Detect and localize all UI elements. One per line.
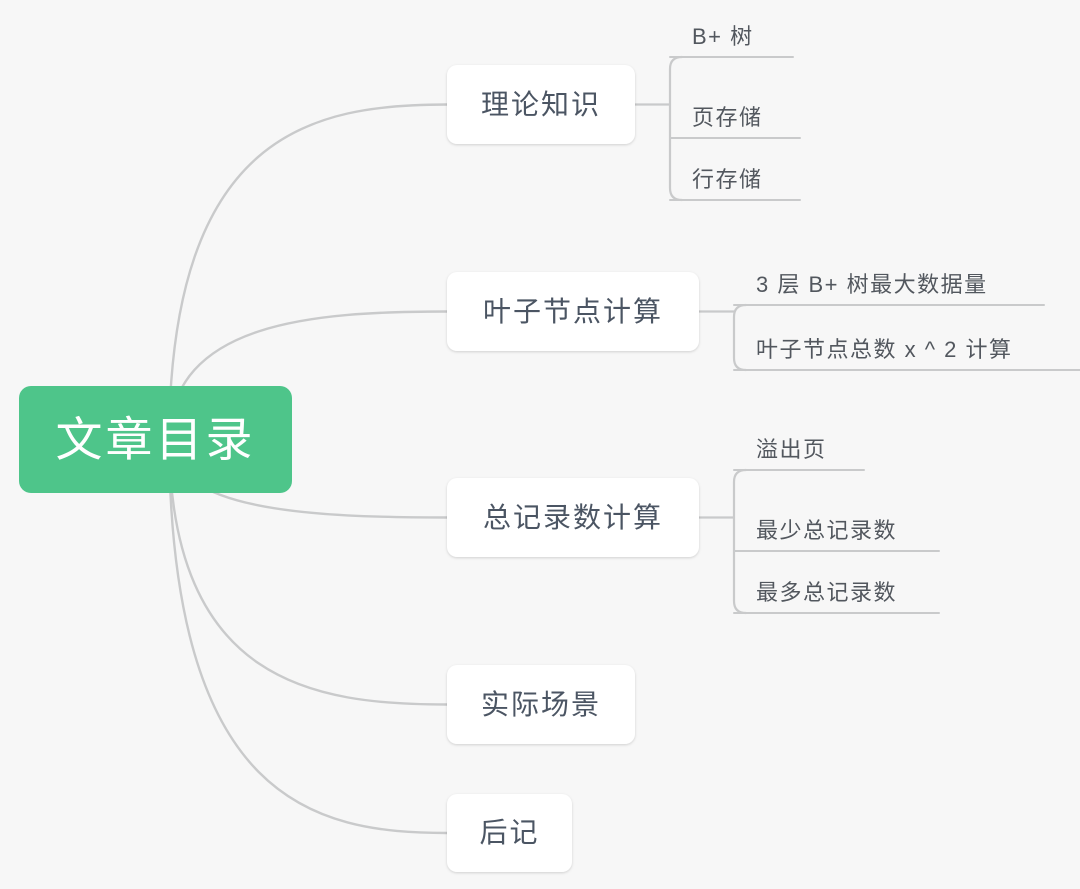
leaf-item-1-1[interactable]: 叶子节点总数 x ^ 2 计算 bbox=[734, 330, 1080, 370]
leaf-item-2-1[interactable]: 最少总记录数 bbox=[734, 511, 939, 551]
leaf-item-2-2[interactable]: 最多总记录数 bbox=[734, 573, 939, 613]
branch-node-1-label: 叶子节点计算 bbox=[482, 295, 663, 327]
branch-node-1[interactable]: 叶子节点计算 bbox=[447, 272, 699, 351]
branch-node-2[interactable]: 总记录数计算 bbox=[447, 478, 699, 557]
leaf-item-2-0-label: 溢出页 bbox=[756, 437, 827, 462]
leaf-item-2-2-label: 最多总记录数 bbox=[756, 580, 898, 605]
branch-node-0-label: 理论知识 bbox=[480, 88, 601, 120]
leaf-item-0-1-label: 页存储 bbox=[692, 105, 763, 130]
branch-node-2-label: 总记录数计算 bbox=[482, 501, 663, 533]
branch-node-4[interactable]: 后记 bbox=[447, 794, 572, 872]
leaf-item-0-1[interactable]: 页存储 bbox=[670, 98, 800, 138]
branch-node-3[interactable]: 实际场景 bbox=[447, 665, 635, 744]
leaf-item-1-1-label: 叶子节点总数 x ^ 2 计算 bbox=[756, 337, 1013, 362]
branch-node-3-label: 实际场景 bbox=[480, 688, 601, 720]
branch-node-4-label: 后记 bbox=[479, 817, 540, 848]
root-node-label: 文章目录 bbox=[55, 413, 256, 466]
leaf-item-0-2-label: 行存储 bbox=[692, 167, 763, 192]
leaf-item-2-0[interactable]: 溢出页 bbox=[734, 430, 864, 470]
leaf-item-0-0-label: B+ 树 bbox=[692, 24, 754, 49]
leaf-item-2-1-label: 最少总记录数 bbox=[756, 518, 898, 543]
leaf-item-0-0[interactable]: B+ 树 bbox=[670, 17, 793, 57]
root-node[interactable]: 文章目录 bbox=[19, 386, 292, 493]
branch-node-0[interactable]: 理论知识 bbox=[447, 65, 635, 144]
leaf-item-1-0-label: 3 层 B+ 树最大数据量 bbox=[756, 272, 988, 297]
leaf-item-1-0[interactable]: 3 层 B+ 树最大数据量 bbox=[734, 265, 1044, 305]
leaf-item-0-2[interactable]: 行存储 bbox=[670, 160, 800, 200]
